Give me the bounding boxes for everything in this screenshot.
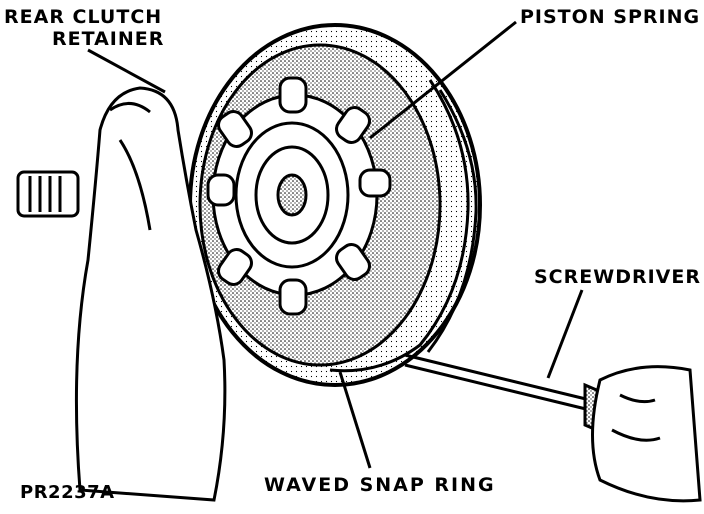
clutch-hub <box>234 121 350 269</box>
waved-snap-ring-label: WAVED SNAP RING <box>264 474 496 496</box>
screwdriver-label: SCREWDRIVER <box>534 266 701 288</box>
rear-clutch-retainer-label-line2: RETAINER <box>52 28 165 50</box>
leader-waved-snap-ring <box>338 371 372 469</box>
rear-clutch-retainer-label: REAR CLUTCH RETAINER <box>4 6 164 50</box>
right-hand <box>591 365 702 503</box>
leader-lines <box>87 20 584 469</box>
rear-clutch-retainer-label-line1: REAR CLUTCH <box>4 6 163 28</box>
input-shaft <box>16 170 80 218</box>
leader-rear-clutch-retainer <box>87 48 166 94</box>
leader-piston-spring <box>369 20 517 140</box>
leader-screwdriver <box>546 289 584 379</box>
left-hand <box>74 86 227 502</box>
figure-id: PR2237A <box>20 482 115 503</box>
waved-snap-ring <box>329 79 478 373</box>
piston-spring-label: PISTON SPRING <box>520 6 701 28</box>
